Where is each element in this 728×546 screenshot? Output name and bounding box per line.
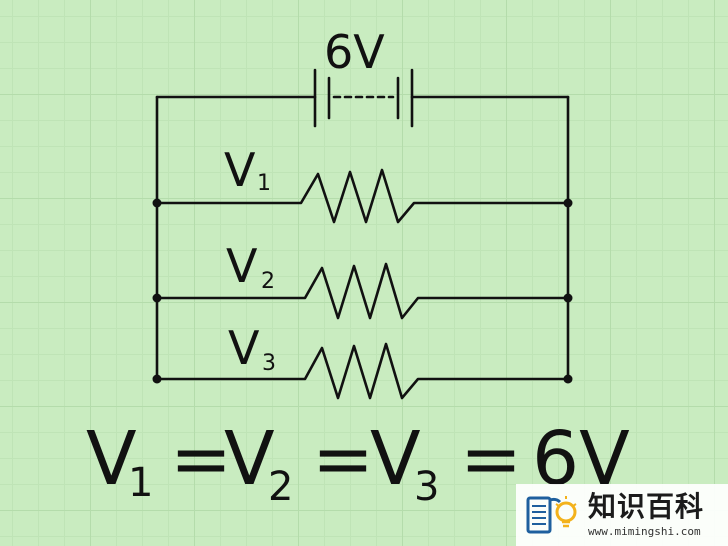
equation-term-3: V	[370, 416, 421, 502]
junction-dot	[152, 374, 162, 384]
junction-dot	[563, 198, 573, 208]
equation-term-1: V	[86, 416, 137, 502]
resistor-3-subscript: 3	[262, 351, 276, 376]
resistor-1-label: V	[224, 143, 256, 197]
equation-equals-3: =	[460, 416, 522, 502]
resistor-2-branch	[155, 262, 570, 320]
resistor-3-branch	[155, 342, 570, 400]
junction-dot	[563, 374, 573, 384]
watermark-url: www.mimingshi.com	[588, 525, 701, 538]
junction-dot	[563, 293, 573, 303]
equation-term-1-subscript: 1	[128, 460, 153, 506]
resistor-3-label: V	[228, 321, 260, 375]
watermark-badge: 知识百科 www.mimingshi.com	[516, 484, 728, 546]
resistor-2-subscript: 2	[261, 269, 275, 294]
equation-term-3-subscript: 3	[414, 464, 439, 510]
book-bulb-icon	[526, 496, 577, 534]
equation-equals-2: =	[312, 416, 374, 502]
junction-dot	[152, 198, 162, 208]
equation-term-2: V	[224, 416, 275, 502]
equation-term-2-subscript: 2	[268, 464, 293, 510]
watermark-text: 知识百科 www.mimingshi.com	[588, 490, 705, 538]
battery-label: 6V	[324, 25, 385, 79]
resistor-1-branch	[155, 168, 570, 224]
junction-dot	[152, 293, 162, 303]
equation-equals-1: =	[170, 416, 232, 502]
resistor-1-subscript: 1	[257, 171, 271, 196]
watermark-title: 知识百科	[588, 490, 705, 523]
resistor-2-label: V	[226, 239, 258, 293]
